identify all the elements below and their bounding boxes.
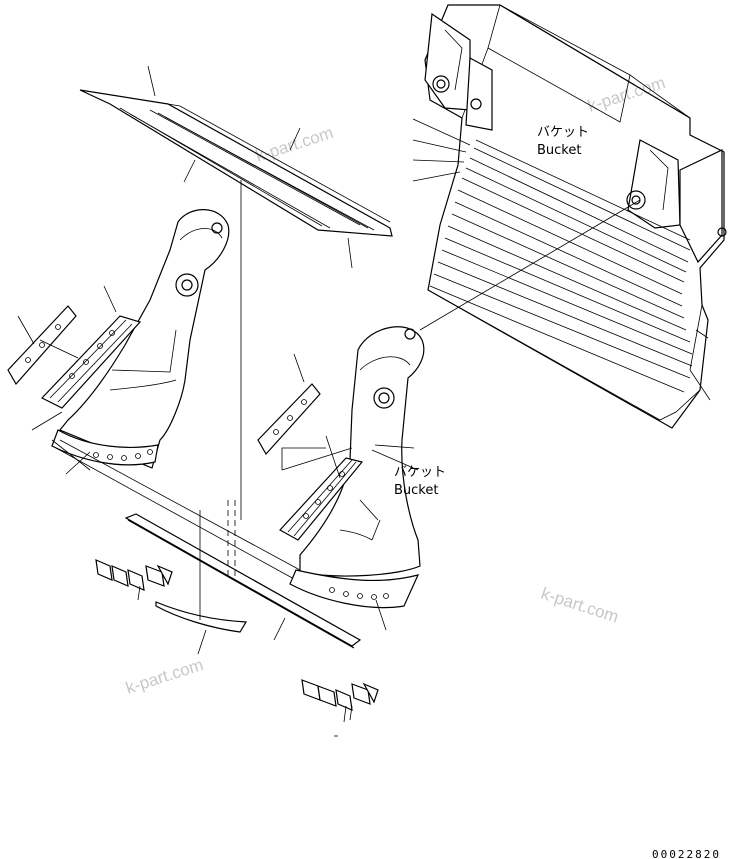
bolt-set-right bbox=[301, 679, 379, 723]
leader-line bbox=[281, 447, 326, 470]
long-strip-upper bbox=[124, 513, 362, 647]
bucket-label-mid-jp: バケット bbox=[394, 465, 446, 480]
leader-line bbox=[273, 617, 286, 641]
leader-line bbox=[281, 447, 353, 471]
leader-line bbox=[197, 629, 207, 655]
bucket-label-top-jp: バケット bbox=[537, 125, 589, 140]
cross-bar bbox=[55, 447, 297, 581]
bucket-label-mid-en: Bucket bbox=[394, 483, 438, 498]
watermark-3: k-part.com bbox=[539, 584, 621, 627]
watermark-1: k-part.com bbox=[253, 123, 335, 166]
leader-line bbox=[31, 411, 63, 431]
right-arm-bracket bbox=[289, 326, 425, 609]
leader-line bbox=[293, 353, 305, 383]
leader-line bbox=[375, 599, 387, 631]
right-side-plate bbox=[279, 457, 364, 541]
bucket-body bbox=[412, 4, 727, 429]
leader-line bbox=[325, 435, 341, 479]
bolt-set-left bbox=[95, 559, 173, 601]
long-strip-lower bbox=[127, 519, 355, 649]
left-shim-plate bbox=[7, 305, 77, 386]
left-side-plate bbox=[41, 315, 142, 409]
bucket-label-top-en: Bucket bbox=[537, 143, 581, 158]
leader-line bbox=[359, 499, 379, 521]
assembly-line bbox=[371, 449, 419, 471]
leader-line bbox=[65, 451, 91, 475]
part-number: 00022820 bbox=[652, 848, 721, 859]
left-arm-bracket bbox=[51, 209, 230, 471]
leader-line bbox=[103, 285, 117, 313]
right-shim-plate bbox=[257, 383, 321, 456]
leader-line bbox=[39, 339, 79, 359]
assembly-line bbox=[419, 199, 641, 331]
cross-bar bbox=[59, 439, 301, 571]
watermark-4: k-part.com bbox=[123, 655, 205, 698]
curved-blade bbox=[155, 601, 248, 633]
top-wear-plate bbox=[79, 65, 393, 269]
leader-line bbox=[17, 315, 35, 345]
